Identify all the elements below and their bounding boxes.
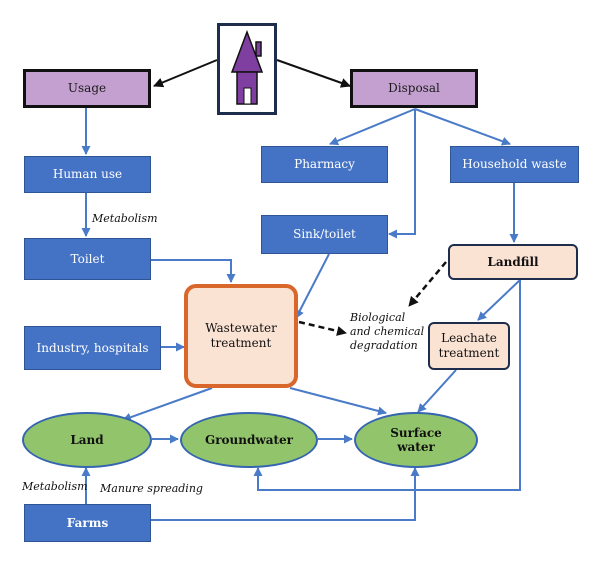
usage-label: Usage bbox=[67, 81, 107, 95]
disposal-label: Disposal bbox=[388, 81, 440, 95]
leachate-treatment-box: Leachate treatment bbox=[428, 322, 510, 370]
human-use-box: Human use bbox=[24, 156, 151, 193]
land-label: Land bbox=[70, 433, 104, 447]
industry-hospitals-box: Industry, hospitals bbox=[24, 326, 161, 370]
land-ellipse: Land bbox=[22, 412, 152, 468]
arrow-farms-surface bbox=[151, 467, 420, 521]
wastewater-label-line2: treatment bbox=[210, 336, 272, 350]
toilet-label: Toilet bbox=[70, 251, 105, 266]
arrow-landfill-degradation bbox=[408, 261, 447, 307]
industry-hospitals-label: Industry, hospitals bbox=[36, 340, 149, 355]
arrow-house-disposal bbox=[276, 59, 351, 88]
arrow-sink-wastewater bbox=[295, 253, 330, 319]
surface-label-line2: water bbox=[397, 440, 435, 454]
degradation-line1: Biological bbox=[350, 311, 406, 324]
arrow-disposal-household bbox=[414, 108, 511, 146]
degradation-line3: degradation bbox=[350, 339, 418, 352]
leachate-label-line2: treatment bbox=[438, 346, 500, 360]
arrow-disposal-sink bbox=[388, 109, 416, 239]
landfill-box: Landfill bbox=[448, 244, 578, 280]
arrow-leachate-surface bbox=[417, 369, 457, 413]
leachate-label-line1: Leachate bbox=[441, 331, 497, 345]
pharmacy-label: Pharmacy bbox=[294, 157, 355, 171]
sink-toilet-box: Sink/toilet bbox=[261, 215, 388, 254]
household-waste-label: Household waste bbox=[462, 157, 567, 171]
manure-spreading-note: Manure spreading bbox=[100, 482, 203, 495]
surface-label-line1: Surface bbox=[390, 426, 442, 440]
disposal-box: Disposal bbox=[350, 69, 478, 108]
arrow-wastewater-land bbox=[122, 387, 213, 422]
surface-water-ellipse: Surface water bbox=[354, 412, 478, 468]
arrow-house-usage bbox=[153, 59, 218, 88]
degradation-line2: and chemical bbox=[350, 325, 425, 338]
arrow-wastewater-degradation bbox=[298, 320, 347, 336]
wastewater-treatment-box: Wastewater treatment bbox=[184, 284, 298, 388]
arrow-disposal-pharmacy bbox=[329, 108, 416, 146]
toilet-box: Toilet bbox=[24, 238, 151, 280]
arrow-wastewater-surface bbox=[289, 387, 387, 416]
house-icon bbox=[230, 29, 264, 105]
landfill-label: Landfill bbox=[487, 254, 539, 269]
metabolism-note-bottom: Metabolism bbox=[22, 480, 88, 493]
farms-box: Farms bbox=[24, 504, 151, 542]
arrow-toilet-wastewater bbox=[151, 259, 236, 283]
pharmacy-box: Pharmacy bbox=[261, 146, 388, 183]
arrow-landfill-surface-loop bbox=[253, 280, 521, 491]
groundwater-ellipse: Groundwater bbox=[180, 412, 318, 468]
household-frame bbox=[217, 23, 277, 115]
wastewater-label-line1: Wastewater bbox=[205, 321, 277, 335]
metabolism-note-top: Metabolism bbox=[92, 212, 158, 225]
household-waste-box: Household waste bbox=[450, 146, 579, 183]
usage-box: Usage bbox=[23, 69, 151, 108]
arrow-landfill-leachate bbox=[477, 279, 521, 321]
degradation-note: Biological and chemical degradation bbox=[350, 311, 424, 353]
groundwater-label: Groundwater bbox=[204, 433, 294, 447]
human-use-label: Human use bbox=[52, 167, 123, 181]
farms-label: Farms bbox=[66, 515, 109, 530]
sink-toilet-label: Sink/toilet bbox=[293, 227, 356, 241]
